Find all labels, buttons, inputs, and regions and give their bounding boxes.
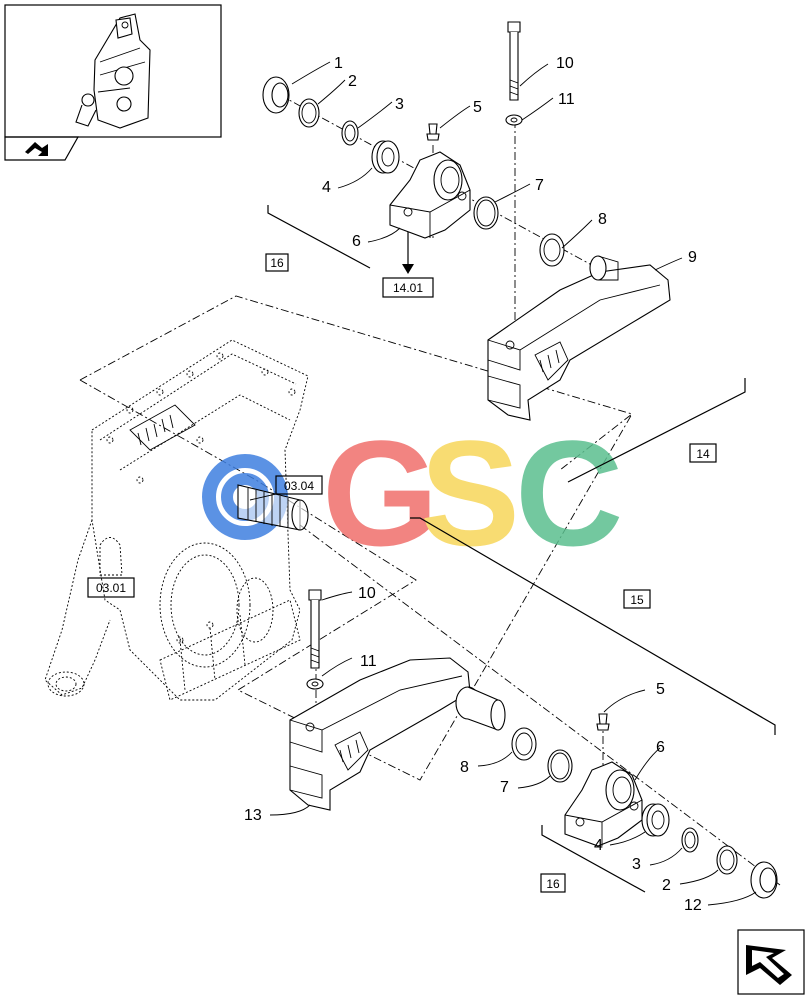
callout-6-top: 6 (352, 233, 361, 250)
part-snap-ring-bottom (716, 845, 738, 875)
svg-text:03.01: 03.01 (96, 581, 126, 595)
part-snap-ring-top (298, 98, 320, 128)
top-assembly-outline (79, 295, 633, 471)
bracket-15 (410, 517, 776, 735)
bracket-14 (567, 378, 746, 483)
callout-8-top: 8 (598, 211, 607, 228)
callout-10-top: 10 (556, 55, 574, 72)
leader-03-04 (249, 493, 277, 501)
callout-4-bottom: 4 (594, 837, 603, 854)
svg-text:15: 15 (630, 593, 644, 607)
gearbox-housing (44, 339, 309, 701)
ref-box-14[interactable]: 14 (689, 443, 717, 463)
callout-6-bottom: 6 (656, 739, 665, 756)
part-grease-fitting-top (426, 123, 440, 141)
watermark-letter-c: C (515, 409, 623, 577)
bracket-16-top (267, 205, 371, 269)
callout-5-top: 5 (473, 99, 482, 116)
callout-3-bottom: 3 (632, 856, 641, 873)
part-bolt-bottom (308, 589, 322, 669)
ref-box-14-01[interactable]: 14.01 (382, 277, 434, 298)
ref-box-16-top[interactable]: 16 (265, 253, 289, 272)
watermark-letter-s: S (420, 409, 520, 577)
callout-1-top: 1 (334, 55, 343, 72)
part-grease-fitting-bottom (596, 713, 610, 731)
thumbnail-gearbox-image (75, 13, 151, 129)
part-bearing-top (371, 140, 400, 174)
part-arm-top (487, 255, 671, 421)
part-bearing-housing-bottom (564, 761, 643, 847)
arrow-next-icon[interactable] (737, 929, 805, 995)
arrow-back-icon[interactable] (25, 142, 48, 156)
bracket-16-bottom (541, 825, 646, 893)
arrow-14-01-head (402, 264, 414, 274)
callout-9-top: 9 (688, 249, 697, 266)
watermark-letter-g: G (322, 409, 439, 577)
part-seal-12-bottom (750, 861, 778, 899)
svg-text:03.04: 03.04 (284, 479, 314, 493)
part-ring-top (341, 120, 359, 146)
part-bearing-bottom (641, 803, 670, 837)
svg-text:16: 16 (270, 256, 284, 270)
callout-8-bottom: 8 (460, 759, 469, 776)
part-washer-bottom (306, 678, 324, 690)
callout-3-top: 3 (395, 96, 404, 113)
part-seal-top (262, 76, 290, 114)
part-o-ring-top (473, 196, 499, 230)
thumbnail-tab (4, 136, 80, 161)
ref-box-03-04[interactable]: 03.04 (275, 475, 323, 495)
callout-12-bottom: 12 (684, 897, 702, 914)
ref-box-15[interactable]: 15 (623, 589, 651, 609)
part-o-ring-bottom (547, 749, 573, 783)
callout-5-bottom: 5 (656, 681, 665, 698)
bottom-axis-line (299, 524, 781, 886)
ref-box-16-bottom[interactable]: 16 (540, 873, 566, 893)
callout-4-top: 4 (322, 179, 331, 196)
part-seal-8-top (539, 233, 565, 267)
callout-2-bottom: 2 (662, 877, 671, 894)
callout-11-bottom: 11 (360, 653, 377, 670)
callout-7-bottom: 7 (500, 779, 509, 796)
callout-13-bottom: 13 (244, 807, 262, 824)
part-arm-bottom (289, 657, 506, 811)
ref-box-03-01[interactable]: 03.01 (87, 577, 135, 598)
svg-text:16: 16 (546, 877, 560, 891)
callout-7-top: 7 (535, 177, 544, 194)
watermark-logo: G S C (202, 409, 623, 577)
part-seal-8-bottom (511, 727, 537, 761)
output-shaft (237, 484, 309, 531)
callout-2-top: 2 (348, 73, 357, 90)
part-ring-bottom (681, 827, 699, 853)
top-leader-lines (291, 61, 683, 271)
part-bolt-top (507, 21, 521, 101)
callout-11-top: 11 (558, 91, 575, 108)
bottom-leader-lines (269, 591, 757, 906)
svg-text:14.01: 14.01 (393, 281, 423, 295)
thumbnail-panel[interactable] (4, 4, 222, 161)
svg-text:14: 14 (696, 447, 710, 461)
part-washer-top (505, 114, 523, 126)
part-bearing-housing-top (389, 151, 471, 239)
callout-10-bottom: 10 (358, 585, 376, 602)
